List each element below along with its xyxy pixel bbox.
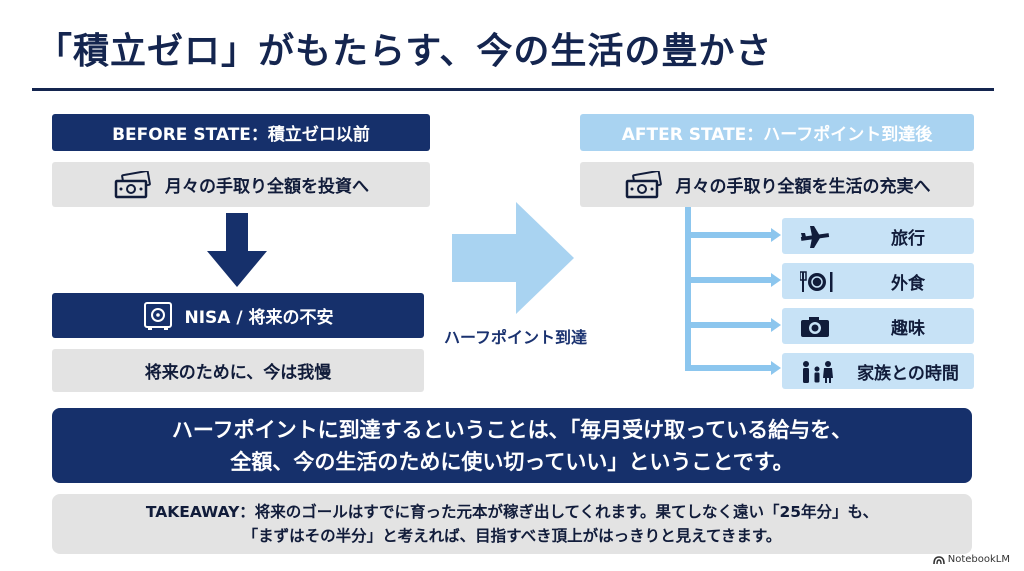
before-income-box: 月々の手取り全額を投資へ xyxy=(52,162,430,207)
safe-icon xyxy=(143,301,173,331)
destination-dining: 外食 xyxy=(782,263,974,299)
right-arrow-icon xyxy=(452,202,574,314)
notebooklm-logo-icon xyxy=(932,555,945,564)
key-statement-box: ハーフポイントに到達するということは、「毎月受け取っている給与を、 全額、今の生… xyxy=(52,408,972,483)
after-income-box: 月々の手取り全額を生活の充実へ xyxy=(580,162,974,207)
nisa-label: NISA / 将来の不安 xyxy=(184,308,334,328)
money-icon xyxy=(113,170,153,199)
takeaway-line: TAKEAWAY：将来のゴールはすでに育った元本が稼ぎ出してくれます。果てしなく… xyxy=(145,503,879,521)
branch-arrowhead xyxy=(771,228,781,242)
camera-icon xyxy=(800,315,830,343)
notebooklm-watermark: NotebookLM xyxy=(932,554,1010,565)
before-income-label: 月々の手取り全額を投資へ xyxy=(165,177,369,197)
money-icon xyxy=(624,170,664,199)
destination-travel: 旅行 xyxy=(782,218,974,254)
branch-line-family xyxy=(685,365,771,371)
brand-label: NotebookLM xyxy=(947,554,1010,565)
destination-label: 外食 xyxy=(891,273,925,294)
takeaway-line: 「まずはその半分」と考えれば、目指すべき頂上がはっきりと見えてきます。 xyxy=(242,527,782,545)
before-state-header: BEFORE STATE：積立ゼロ以前 xyxy=(52,114,430,151)
destination-family: 家族との時間 xyxy=(782,353,974,389)
page-title: 「積立ゼロ」がもたらす、今の生活の豊かさ xyxy=(36,31,773,72)
takeaway-box: TAKEAWAY：将来のゴールはすでに育った元本が稼ぎ出してくれます。果てしなく… xyxy=(52,494,972,554)
branch-arrowhead xyxy=(771,361,781,375)
destination-label: 家族との時間 xyxy=(857,363,959,384)
family-icon xyxy=(800,360,834,388)
before-sacrifice-label: 将来のために、今は我慢 xyxy=(144,363,332,383)
branch-line-dining xyxy=(685,277,771,283)
branch-trunk xyxy=(685,207,691,371)
before-sacrifice-box: 将来のために、今は我慢 xyxy=(52,349,424,392)
branch-arrowhead xyxy=(771,318,781,332)
after-state-header: AFTER STATE：ハーフポイント到達後 xyxy=(580,114,974,151)
transition-label: ハーフポイント到達 xyxy=(444,328,588,347)
branch-line-hobby xyxy=(685,322,771,328)
destination-label: 趣味 xyxy=(891,318,925,339)
key-statement-line: ハーフポイントに到達するということは、「毎月受け取っている給与を、 xyxy=(171,417,853,442)
down-arrow-icon xyxy=(207,213,267,287)
key-statement-line: 全額、今の生活のために使い切っていい」ということです。 xyxy=(230,449,794,474)
before-state-header-label: BEFORE STATE：積立ゼロ以前 xyxy=(112,125,370,145)
destination-hobby: 趣味 xyxy=(782,308,974,344)
after-income-label: 月々の手取り全額を生活の充実へ xyxy=(675,177,931,197)
destination-label: 旅行 xyxy=(891,228,925,249)
branch-arrowhead xyxy=(771,273,781,287)
nisa-box: NISA / 将来の不安 xyxy=(52,293,424,338)
title-divider xyxy=(32,88,994,91)
airplane-icon xyxy=(800,225,830,253)
dining-icon xyxy=(799,270,834,298)
branch-line-travel xyxy=(685,232,771,238)
after-state-header-label: AFTER STATE：ハーフポイント到達後 xyxy=(621,125,933,145)
